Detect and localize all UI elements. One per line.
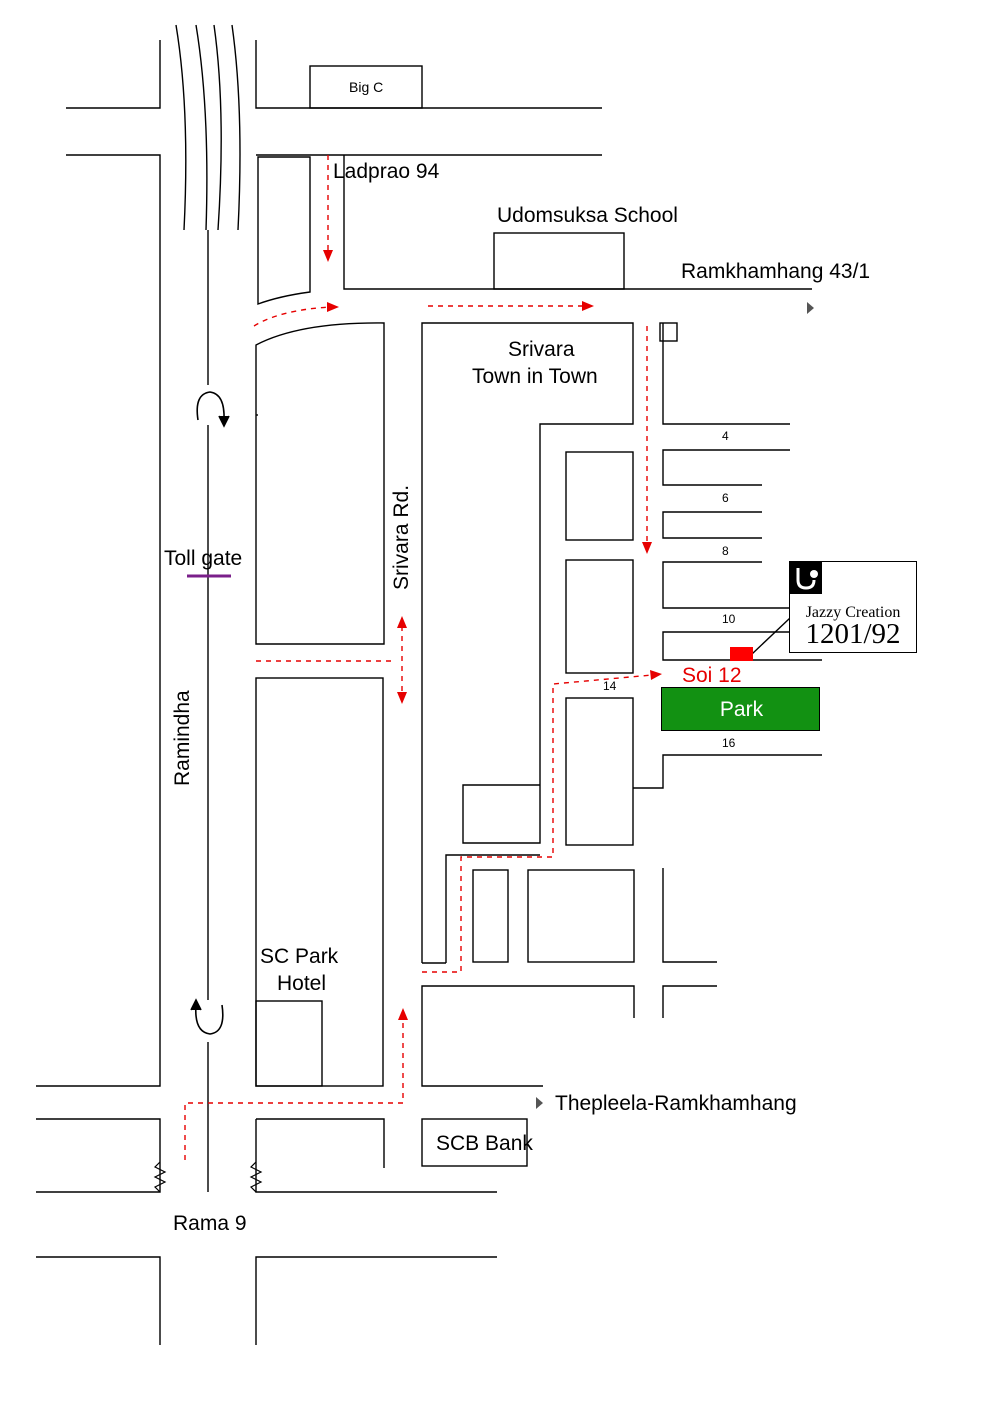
srivara-label-line2: Town in Town — [472, 365, 598, 388]
ramkhamhang-label: Ramkhamhang 43/1 — [681, 260, 871, 283]
soi-number: 16 — [722, 736, 736, 750]
logo-address: 1201/92 — [805, 618, 901, 650]
shop-marker — [730, 647, 753, 661]
arrow-right-icon — [807, 302, 814, 314]
srivara-rd-label: Srivara Rd. — [390, 484, 413, 590]
scb-building — [421, 1118, 528, 1167]
logo-name: Jazzy Creation — [805, 604, 901, 621]
ramindha-label: Ramindha — [171, 690, 194, 786]
soi12-label: Soi 12 — [682, 664, 742, 687]
soi-number: 4 — [722, 429, 729, 443]
logo-icon — [790, 562, 822, 594]
soi-number: 14 — [603, 679, 617, 693]
jazzy-creation-callout: Jazzy Creation 1201/92 — [789, 561, 917, 653]
ladprao-label: Ladprao 94 — [333, 160, 440, 183]
rama9-label: Rama 9 — [173, 1212, 247, 1235]
park-area: Park — [661, 687, 820, 731]
udomsuksa-building — [493, 232, 625, 290]
srivara-label-line1: Srivara — [508, 338, 575, 361]
park-label: Park — [719, 698, 764, 721]
arrow-right-icon — [536, 1097, 543, 1109]
big-c-label: Big C — [349, 79, 384, 95]
udomsuksa-label: Udomsuksa School — [497, 204, 678, 227]
soi-number: 8 — [722, 544, 729, 558]
soi-number: 6 — [722, 491, 729, 505]
thepleela-label: Thepleela-Ramkhamhang — [555, 1092, 797, 1115]
sc-park-label-line1: SC Park — [260, 945, 339, 968]
tollgate-label: Toll gate — [164, 547, 243, 570]
route-path — [184, 155, 653, 1160]
soi-number: 10 — [722, 612, 736, 626]
sc-park-label-line2: Hotel — [277, 972, 327, 995]
scb-label: SCB Bank — [436, 1132, 533, 1155]
u-turn-icon — [196, 391, 230, 428]
u-turn-icon — [190, 998, 224, 1035]
big-c-building — [309, 65, 423, 109]
